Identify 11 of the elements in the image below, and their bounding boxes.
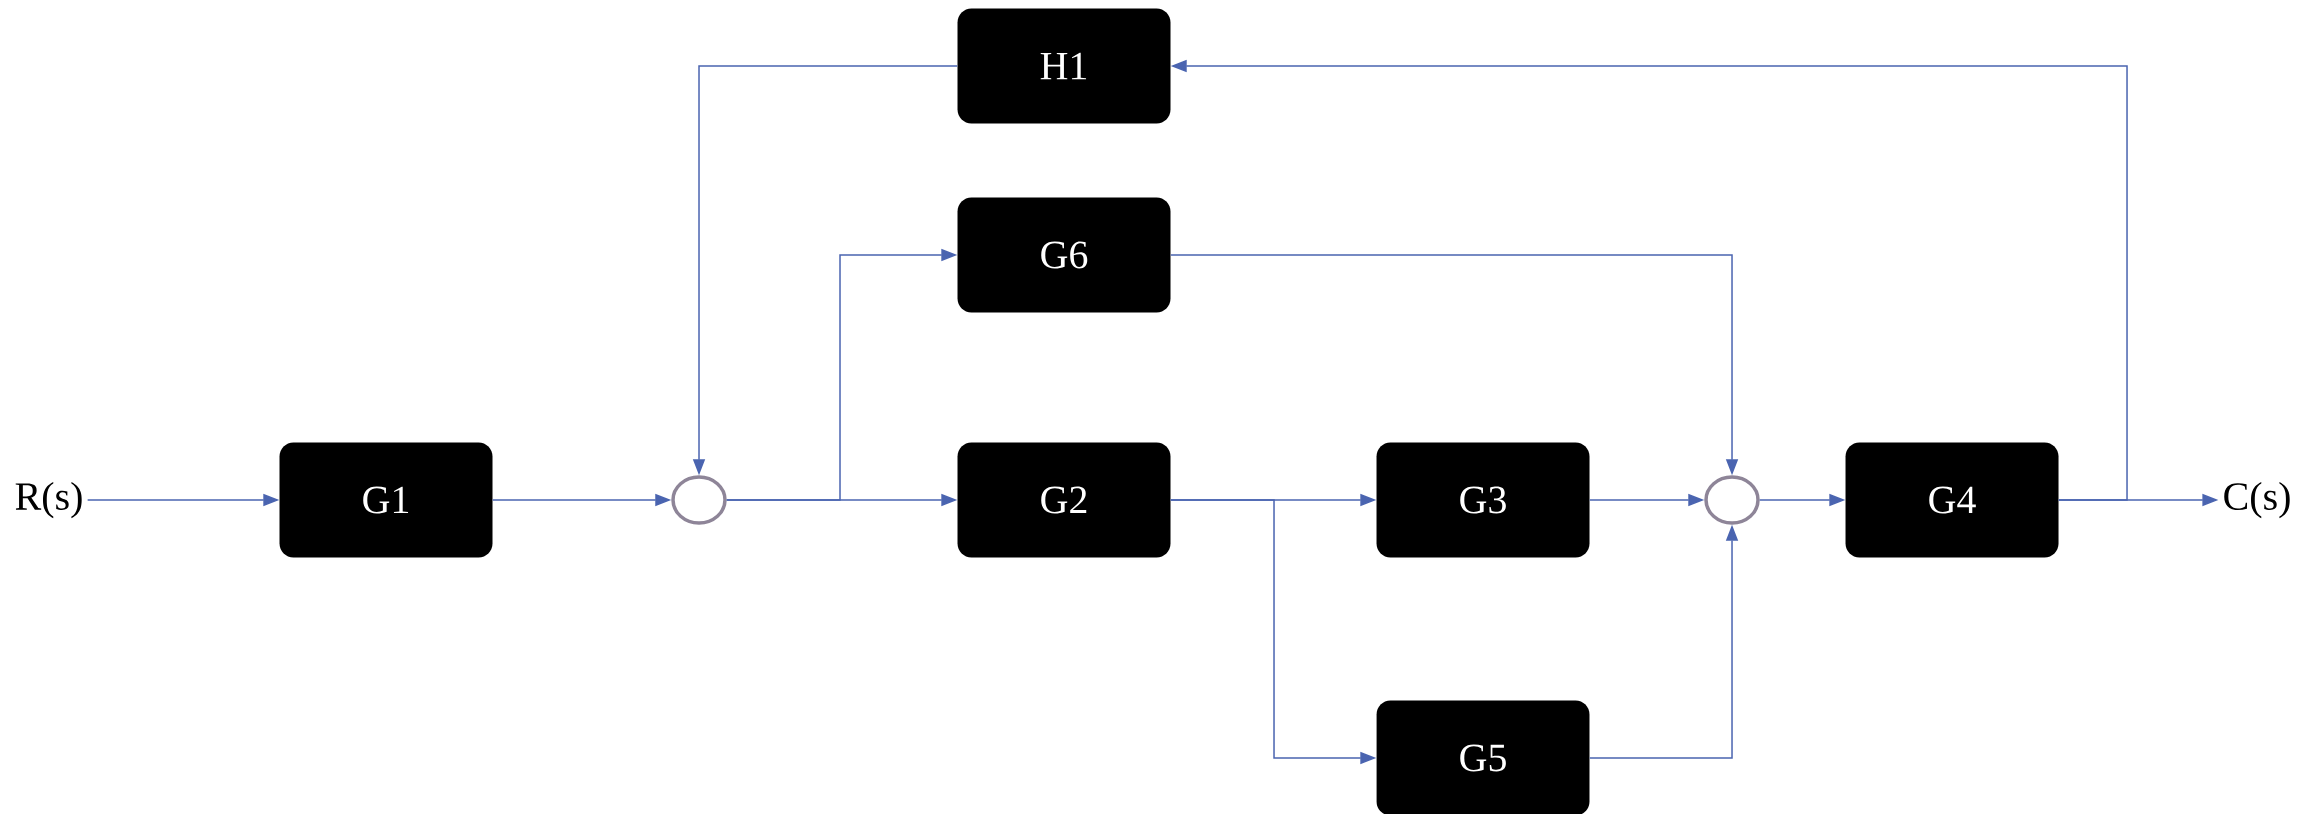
- signal-label: R(s): [15, 481, 82, 519]
- block-box: G3: [1376, 442, 1590, 558]
- summing-junction: [671, 475, 727, 525]
- block-box: G1: [279, 442, 493, 558]
- block-box: G5: [1376, 700, 1590, 814]
- summing-junction: [1704, 475, 1760, 525]
- block-box: G4: [1845, 442, 2059, 558]
- block-box: G6: [957, 197, 1171, 313]
- signal-label: C(s): [2224, 481, 2290, 519]
- block-box: G2: [957, 442, 1171, 558]
- block-box: H1: [957, 8, 1171, 124]
